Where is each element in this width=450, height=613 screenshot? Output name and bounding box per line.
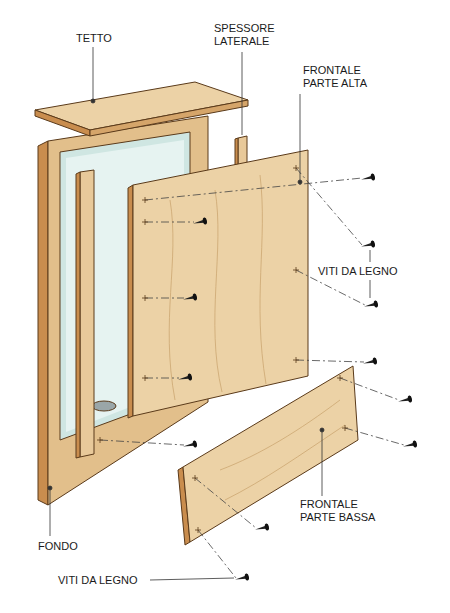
screw-axis (296, 360, 364, 362)
screw-head (412, 440, 417, 448)
wood-screw (182, 293, 197, 303)
part-label: VITI DA LEGNO (58, 574, 137, 587)
wood-screw (182, 440, 197, 450)
screw-hole (142, 219, 148, 225)
wood-grain (215, 190, 222, 392)
part-label: FRONTALE PARTE BASSA (300, 498, 376, 524)
leader-line (93, 47, 94, 99)
wood-screw (192, 217, 207, 227)
screw-shank (183, 443, 194, 448)
screw-axis (145, 298, 184, 299)
leader-line (322, 432, 323, 496)
leader-line (242, 52, 243, 135)
panel-edge (128, 185, 133, 418)
board-edge (38, 141, 48, 505)
wood-grain (225, 425, 345, 500)
screw-shank (364, 303, 375, 308)
screw-shank (403, 443, 414, 448)
wood-screw (360, 240, 375, 250)
leader-line (50, 490, 51, 536)
screw-axis (100, 440, 184, 445)
screw-hole (192, 475, 198, 481)
screw-head (192, 293, 197, 301)
screw-head (187, 373, 192, 381)
leader-line (300, 94, 301, 180)
roof-edge (35, 110, 90, 136)
screw-head (373, 300, 378, 308)
wood-screw (402, 440, 417, 450)
leader-dot (48, 486, 52, 490)
screw-hole (142, 197, 148, 203)
wood-screw (177, 373, 192, 383)
screw-shank (398, 398, 409, 403)
leader-dot (298, 180, 302, 184)
screw-hole (337, 375, 343, 381)
screw-head (372, 357, 377, 365)
screw-shank (193, 220, 204, 225)
screw-axis (198, 530, 236, 578)
screw-hole (293, 267, 299, 273)
front-upper-panel (133, 150, 308, 416)
screw-head (370, 173, 375, 181)
wood-grain (260, 175, 266, 384)
screw-head (202, 217, 207, 225)
part-label: FRONTALE PARTE ALTA (303, 64, 373, 90)
roof-edge (90, 100, 248, 136)
screw-shank (363, 360, 374, 365)
screw-axis (345, 428, 404, 445)
screw-hole (293, 165, 299, 171)
screw-shank (361, 243, 372, 248)
screw-axis (195, 478, 256, 528)
screw-axis (145, 378, 179, 379)
screw-axis (296, 168, 362, 245)
screw-shank (361, 176, 372, 181)
leader-dot (91, 99, 95, 103)
screw-head (192, 440, 197, 448)
wood-screw (363, 300, 378, 310)
wood-screw (360, 173, 375, 183)
screw-shank (183, 296, 194, 301)
screw-shank (255, 526, 266, 531)
screw-hole (142, 295, 148, 301)
roll (92, 401, 116, 411)
wood-screw (397, 395, 412, 405)
leader-line (150, 578, 234, 580)
screw-axis (145, 178, 362, 200)
screw-shank (178, 376, 189, 381)
part-label: SPESSORE LATERALE (214, 22, 280, 48)
screw-hole (97, 437, 103, 443)
spacer-edge (76, 172, 80, 458)
screw-axis (145, 222, 194, 223)
screw-head (244, 573, 249, 581)
screw-hole (142, 375, 148, 381)
part-label: VITI DA LEGNO (318, 265, 397, 278)
leader-dot (320, 428, 324, 432)
wood-screw (254, 523, 269, 533)
wood-grain (169, 200, 175, 400)
screw-hole (342, 425, 348, 431)
screw-head (264, 523, 269, 531)
part-label: TETTO (76, 32, 112, 45)
wood-screw (362, 357, 377, 367)
leader-line (370, 250, 371, 262)
part-label: FONDO (38, 540, 78, 553)
side-spacer (80, 170, 94, 457)
screw-head (407, 395, 412, 403)
screw-head (370, 240, 375, 248)
leader-line (370, 280, 371, 298)
screw-hole (293, 357, 299, 363)
wood-screw (234, 573, 249, 583)
screw-hole (195, 527, 201, 533)
screw-axis (340, 378, 399, 400)
screw-shank (235, 576, 246, 581)
